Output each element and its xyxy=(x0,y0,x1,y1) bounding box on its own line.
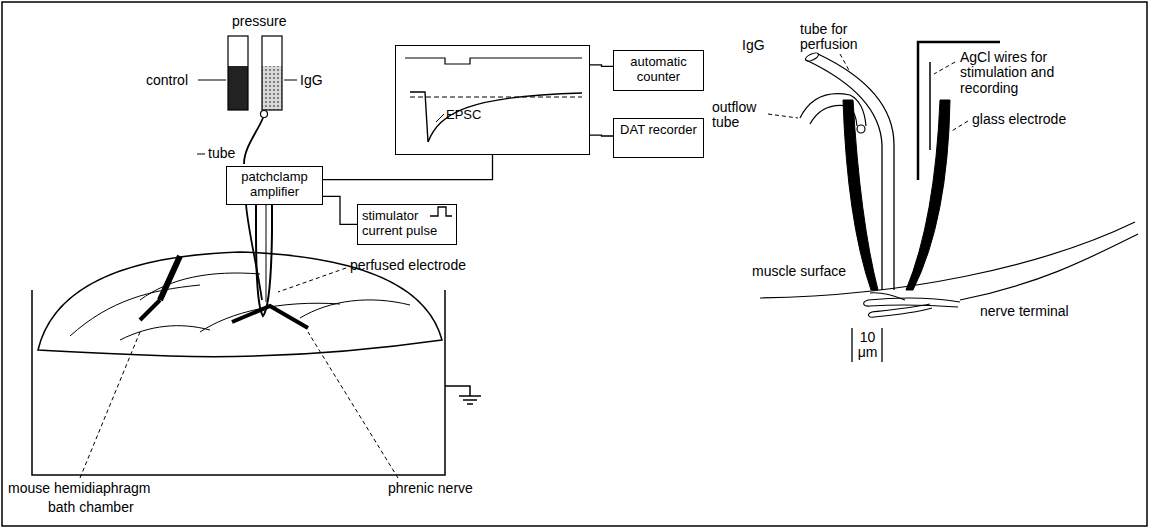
part-label: perfused electrode xyxy=(350,258,466,273)
part-label: glass electrode xyxy=(972,112,1066,127)
box-text: EPSC xyxy=(446,108,481,123)
perfused-electrode xyxy=(256,204,272,316)
device-box: stimulator current pulse xyxy=(357,204,457,245)
device-box: DAT recorder xyxy=(613,118,704,158)
part-label: control xyxy=(146,73,188,88)
part-label: outflow tube xyxy=(712,100,772,131)
signal-cable xyxy=(323,196,357,224)
signal-cable xyxy=(590,135,613,137)
part-label: phrenic nerve xyxy=(388,481,473,496)
reservoirs xyxy=(198,36,297,118)
part-label: pressure xyxy=(232,14,286,29)
part-label: IgG xyxy=(742,38,765,53)
signal-cable xyxy=(590,65,613,67)
part-label: tube for perfusion xyxy=(800,22,870,53)
signal-cable xyxy=(323,155,493,180)
leader-lines xyxy=(768,54,968,132)
part-label: tube xyxy=(208,146,235,161)
device-box: automatic counter xyxy=(613,50,704,91)
pulse-symbol xyxy=(430,207,452,216)
electrode-detail xyxy=(760,42,1138,362)
box-text: automatic counter xyxy=(618,55,699,85)
device-box: patchclamp amplifier xyxy=(226,166,323,205)
oscilloscope-box: EPSC xyxy=(395,45,590,155)
bath-chamber xyxy=(32,290,481,475)
box-text: DAT recorder xyxy=(618,123,699,138)
box-text: patchclamp amplifier xyxy=(230,170,319,200)
part-label: bath chamber xyxy=(48,500,134,515)
part-label: AgCl wires for stimulation and recording xyxy=(960,50,1100,96)
part-label: 10 μm xyxy=(854,330,881,361)
box-text: stimulator current pulse xyxy=(362,209,442,239)
part-label: nerve terminal xyxy=(980,304,1069,319)
part-label: IgG xyxy=(300,73,323,88)
part-label: muscle surface xyxy=(752,264,846,279)
leader-lines xyxy=(80,268,398,478)
part-label: mouse hemidiaphragm xyxy=(8,481,150,496)
scope-trace xyxy=(405,58,582,142)
